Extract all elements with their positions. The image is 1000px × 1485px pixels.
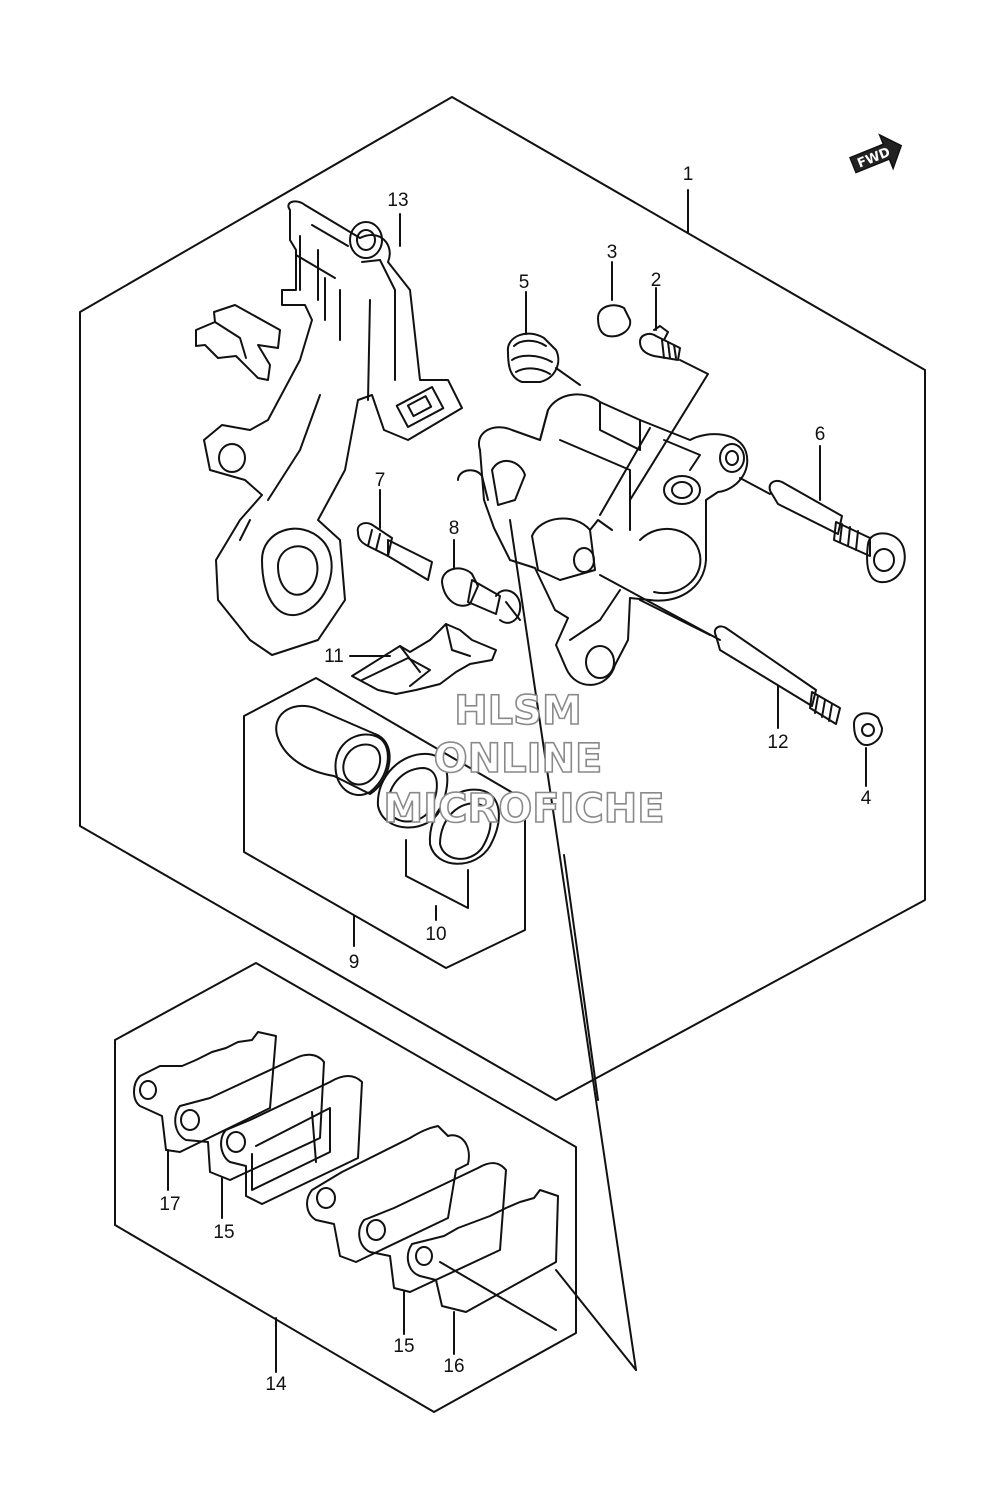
piston [275, 705, 391, 796]
callout-6: 6 [815, 424, 826, 445]
watermark: HLSM ONLINE MICROFICHE [383, 687, 666, 833]
dust-cap [597, 304, 632, 338]
shim-rear [133, 1031, 277, 1153]
callouts: 1 2 3 4 5 6 7 8 9 10 11 12 13 14 15 15 1… [159, 164, 871, 1395]
shim-front [406, 1189, 559, 1331]
callout-13: 13 [387, 190, 408, 211]
callout-8: 8 [449, 518, 460, 539]
slide-pin-upper [739, 477, 906, 584]
callout-3: 3 [607, 242, 618, 263]
callout-9: 9 [349, 952, 360, 973]
bracket-clip [195, 304, 281, 381]
slide-pin-lower [599, 574, 841, 725]
assembly-frame-caliper [79, 96, 926, 1101]
piston-seals [376, 752, 500, 909]
brake-pad-left [174, 1053, 325, 1181]
projection-line-left [509, 519, 637, 1371]
caliper-bracket [203, 200, 463, 656]
callout-15-right: 15 [393, 1336, 414, 1357]
callout-14: 14 [265, 1374, 287, 1395]
watermark-line-1: HLSM [454, 688, 582, 734]
watermark-line-2: ONLINE [434, 736, 603, 782]
callout-17: 17 [159, 1194, 180, 1215]
projection-line-right [563, 854, 599, 1101]
callout-16: 16 [443, 1356, 464, 1377]
callout-2: 2 [651, 270, 662, 291]
group-frame-piston [243, 677, 526, 969]
bleeder-cap [506, 332, 581, 386]
leader-2-3 [629, 359, 709, 501]
friction-block-right [306, 1125, 470, 1263]
projection-line-base [555, 1269, 637, 1371]
callout-1: 1 [683, 164, 694, 185]
fwd-arrow-icon: FWD [849, 133, 903, 174]
rubber-cap [853, 712, 883, 746]
watermark-line-3: MICROFICHE [383, 786, 664, 832]
callout-10: 10 [425, 924, 446, 945]
friction-block-left [220, 1075, 363, 1205]
callout-7: 7 [375, 470, 386, 491]
bleeder-valve [639, 325, 681, 361]
callout-11: 11 [324, 646, 344, 667]
caliper-body [457, 393, 749, 686]
callout-4: 4 [861, 788, 872, 809]
bolt [356, 522, 433, 581]
pin-boot [441, 567, 522, 624]
group-frame-pads [114, 962, 577, 1413]
pad-spring [351, 623, 497, 695]
brake-pad-right [358, 1162, 507, 1293]
callout-15-left: 15 [213, 1222, 234, 1243]
callout-12: 12 [767, 732, 788, 753]
callout-5: 5 [519, 272, 530, 293]
